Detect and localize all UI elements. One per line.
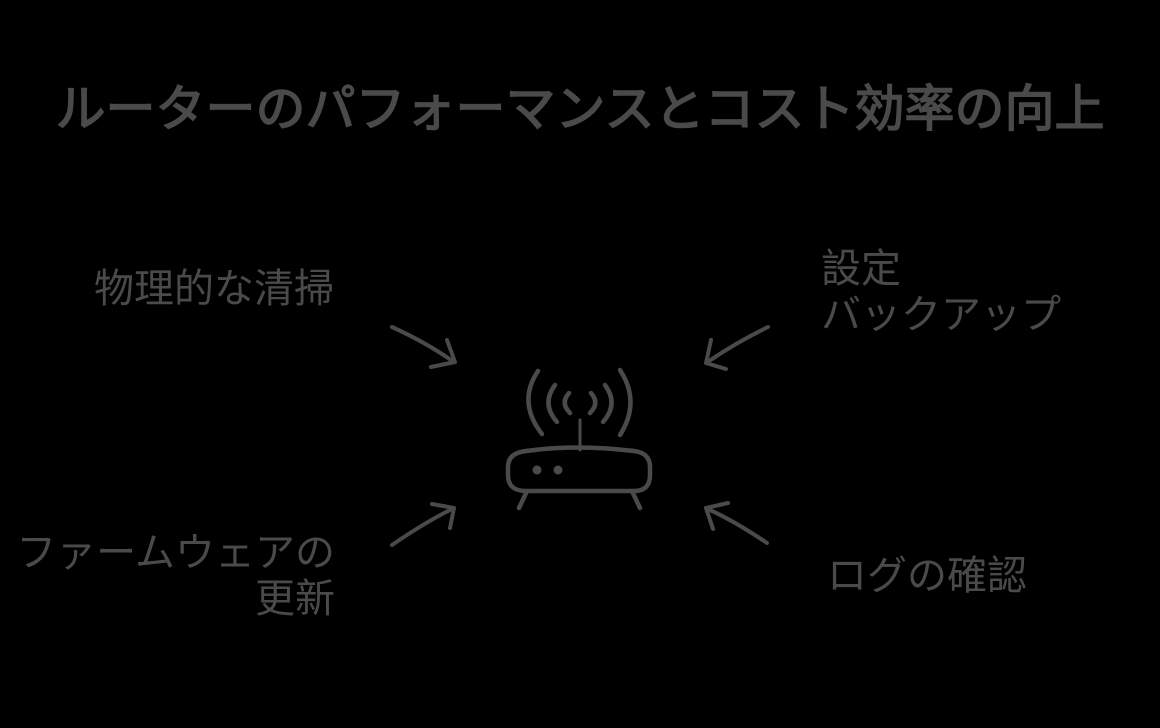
arrow-up-right-icon <box>390 502 456 547</box>
label-line: ログの確認 <box>827 554 1027 598</box>
label-physical-cleaning: 物理的な清掃 <box>94 266 334 312</box>
label-line: 更新 <box>255 577 335 621</box>
label-line: バックアップ <box>821 293 1061 337</box>
label-line: ファームウェアの <box>16 531 335 575</box>
router-led <box>532 465 542 475</box>
label-line: 物理的な清掃 <box>94 267 334 311</box>
label-firmware-update: ファームウェアの 更新 <box>16 530 335 622</box>
page-title: ルーターのパフォーマンスとコスト効率の向上 <box>55 81 1105 137</box>
router-led <box>553 465 563 475</box>
label-log-check: ログの確認 <box>827 553 1027 599</box>
router-leg <box>629 488 643 511</box>
wifi-signal-arcs-icon <box>526 367 633 438</box>
arrow-down-left-icon <box>704 325 770 371</box>
router-leg <box>516 488 530 511</box>
wifi-router-icon <box>505 367 653 511</box>
arrow-up-left-icon <box>704 501 769 545</box>
label-line: 設定 <box>821 247 901 291</box>
label-settings-backup: 設定 バックアップ <box>821 246 1061 338</box>
router-body <box>505 445 653 494</box>
arrow-down-right-icon <box>390 325 457 369</box>
